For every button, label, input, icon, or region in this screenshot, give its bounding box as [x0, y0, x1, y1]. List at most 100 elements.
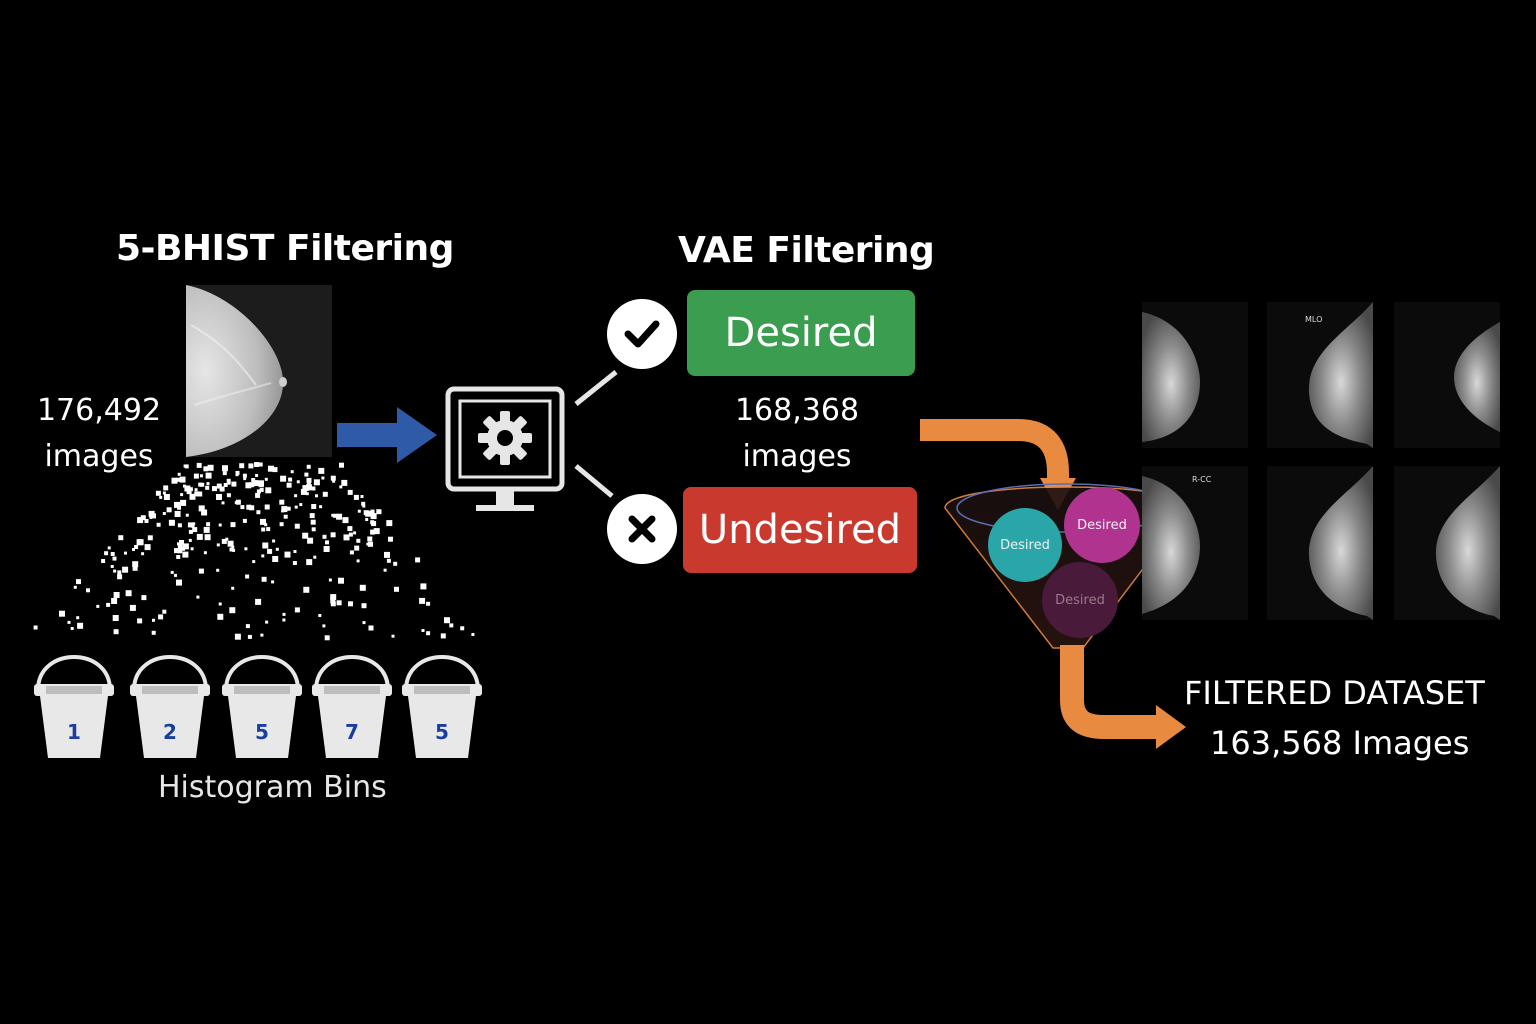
- pixel-dot: [225, 537, 229, 541]
- pixel-dot: [188, 538, 192, 542]
- pixel-dot: [391, 634, 395, 638]
- pixel-dot: [341, 479, 348, 486]
- pixel-dot: [70, 627, 74, 630]
- bucket-icon: 1: [32, 650, 116, 760]
- pixel-dot: [176, 579, 182, 586]
- result-count: 163,568 Images: [1210, 724, 1470, 762]
- pixel-dot: [174, 548, 179, 554]
- pixel-dot: [218, 523, 222, 527]
- pixel-dot: [265, 620, 269, 624]
- pixel-dot: [244, 547, 248, 551]
- pixel-dot: [267, 548, 273, 554]
- pixel-dot: [216, 494, 222, 500]
- pixel-dot: [164, 494, 168, 498]
- pixel-dot: [339, 462, 344, 468]
- pixel-dot: [221, 501, 225, 505]
- pixel-dot: [223, 483, 228, 487]
- pixel-dot: [264, 504, 270, 510]
- pixel-dot: [362, 621, 366, 625]
- pixel-dot: [177, 523, 182, 528]
- pixel-dot: [373, 528, 380, 535]
- orange-flow-arrow-out: [1060, 645, 1186, 749]
- pixel-dot: [239, 463, 245, 469]
- desired-label: Desired: [724, 310, 878, 356]
- pixel-dot: [306, 482, 311, 487]
- pixel-dot: [229, 607, 236, 614]
- pixel-dot: [231, 545, 235, 549]
- pixel-dot: [388, 536, 393, 542]
- pixel-dot: [419, 597, 426, 604]
- pixel-dot: [245, 624, 250, 629]
- pixel-dot: [306, 477, 312, 483]
- pixel-dot: [203, 526, 210, 533]
- pixel-dot: [332, 479, 336, 483]
- pixel-dot: [359, 584, 366, 591]
- pixel-dot: [330, 594, 337, 601]
- pixel-dot: [132, 548, 135, 551]
- pixel-dot: [203, 551, 207, 555]
- bhist-count-value: 176,492: [36, 393, 162, 428]
- pixel-dot: [283, 514, 288, 519]
- bucket-shape: [312, 655, 392, 758]
- pixel-dot: [176, 555, 181, 559]
- pixel-dot: [104, 551, 109, 556]
- pixel-dot: [110, 552, 115, 556]
- pixel-dot: [229, 547, 234, 552]
- pixel-dot: [144, 544, 151, 551]
- pixel-dot: [356, 538, 361, 543]
- pixel-dot: [183, 484, 186, 488]
- pixel-dot: [288, 477, 293, 482]
- pixel-dot: [252, 560, 256, 564]
- pixel-dot: [426, 631, 431, 636]
- pixel-dot: [365, 510, 372, 517]
- pixel-dot: [112, 556, 117, 561]
- pixel-dot: [328, 578, 332, 582]
- funnel-circle-teal: Desired: [988, 508, 1062, 582]
- thumb-label: MLO: [1305, 315, 1322, 324]
- pixel-dot: [174, 511, 181, 517]
- pixel-dot: [460, 626, 465, 631]
- pixel-dot: [177, 472, 181, 476]
- pixel-dot: [188, 529, 193, 534]
- pixel-dot: [217, 613, 224, 620]
- pixel-dot: [201, 509, 208, 516]
- pixel-dot: [275, 547, 279, 551]
- pixel-dot: [234, 633, 241, 640]
- pixel-dot: [134, 545, 139, 549]
- pixel-dot: [322, 624, 326, 628]
- pixel-dot: [261, 554, 265, 558]
- pixel-dot: [311, 527, 316, 532]
- pixel-dot: [384, 551, 390, 558]
- pixel-dot: [242, 518, 247, 523]
- pixel-dot: [280, 475, 287, 482]
- pixel-dot: [222, 465, 228, 472]
- pixel-dot: [117, 574, 123, 580]
- pixel-dot: [296, 480, 300, 484]
- pixel-dot: [184, 464, 189, 469]
- funnel-circle-plum: Desired: [1042, 562, 1118, 638]
- pixel-dot: [272, 539, 276, 543]
- pixel-dot: [255, 492, 261, 498]
- pixel-dot: [368, 625, 374, 631]
- pixel-dot: [284, 551, 291, 558]
- pixel-dot: [471, 633, 475, 636]
- pixel-dot: [339, 485, 343, 489]
- pixel-dot: [59, 610, 65, 617]
- pixel-dot: [354, 545, 360, 551]
- pixel-dot: [261, 576, 267, 582]
- desired-box: Desired: [687, 290, 915, 376]
- pixel-dot: [311, 504, 317, 509]
- pixel-dot: [176, 477, 181, 482]
- pixel-dot: [347, 526, 353, 532]
- pixel-dot: [305, 492, 309, 496]
- pixel-dot: [322, 491, 328, 497]
- pixel-dot: [309, 513, 315, 519]
- pixel-dot: [330, 475, 336, 481]
- pixel-dot: [302, 485, 309, 492]
- pixel-dot: [137, 618, 143, 624]
- breast-mammogram-image: [186, 285, 332, 457]
- bucket-shape: [222, 655, 302, 758]
- pixel-dot: [106, 602, 111, 607]
- pixel-dot: [242, 473, 247, 478]
- pixel-dot: [216, 483, 222, 489]
